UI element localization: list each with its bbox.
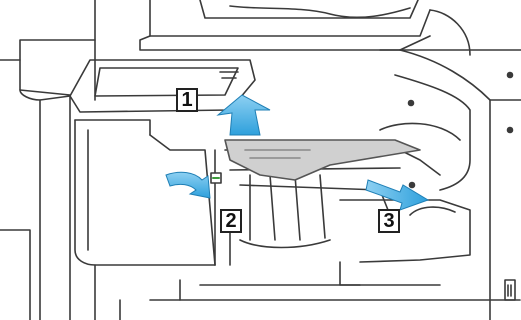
printer-body-right — [380, 50, 521, 320]
printer-body-left — [0, 0, 215, 320]
jammed-paper — [225, 140, 420, 180]
right-arrow-icon — [366, 180, 428, 210]
up-arrow-icon — [218, 95, 270, 135]
control-panel — [70, 60, 255, 112]
callout-step-2: 2 — [220, 209, 242, 233]
callout-step-3: 3 — [378, 209, 400, 233]
callout-step-1: 1 — [176, 88, 198, 112]
release-lever-icon — [211, 173, 221, 183]
top-output-tray — [140, 0, 470, 55]
curved-down-arrow-icon — [166, 172, 210, 198]
